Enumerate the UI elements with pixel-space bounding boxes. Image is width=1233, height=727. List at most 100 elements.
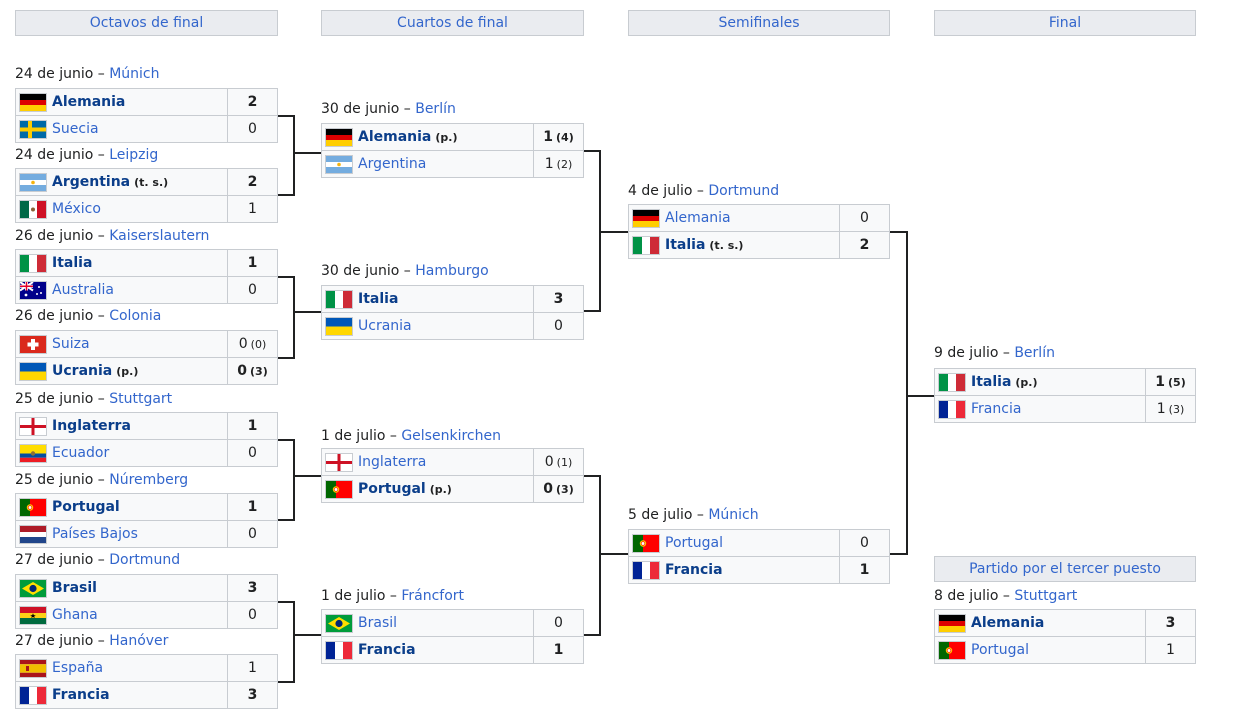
venue-link[interactable]: Hanóver (109, 633, 169, 649)
result-note: (p.) (435, 130, 458, 144)
match-date-text: 1 de julio – (321, 428, 402, 444)
team-row: Portugal(p.)0(3) (321, 476, 584, 504)
team-row: Ecuador 0 (15, 440, 278, 468)
score-cell: 1 (228, 249, 278, 277)
venue-link[interactable]: Dortmund (109, 552, 181, 568)
australia-flag-icon (20, 281, 46, 299)
team-cell: Países Bajos (15, 521, 228, 548)
score-value: 1 (248, 201, 257, 217)
team-name-link[interactable]: Australia (52, 282, 114, 298)
team-cell: Alemania (15, 88, 228, 116)
team-name-link[interactable]: Portugal (971, 642, 1029, 658)
team-name-link[interactable]: Inglaterra (358, 454, 427, 470)
brazil-flag-icon (20, 579, 46, 597)
team-name-link[interactable]: Brasil (358, 615, 398, 631)
team-name-link[interactable]: Italia (971, 374, 1012, 390)
venue-link[interactable]: Múnich (109, 66, 160, 82)
team-name-link[interactable]: Brasil (52, 580, 97, 596)
venue-link[interactable]: Stuttgart (109, 391, 173, 407)
score-value: 1 (553, 642, 564, 658)
team-name-link[interactable]: España (52, 660, 104, 676)
team-name-link[interactable]: Argentina (52, 174, 131, 190)
score-value: 1 (1156, 401, 1166, 417)
score-cell: 3 (228, 682, 278, 709)
team-name-link[interactable]: Francia (971, 401, 1022, 417)
venue-link[interactable]: Kaiserslautern (109, 228, 210, 244)
score-cell: 1 (1146, 637, 1196, 664)
team-name-link[interactable]: Ecuador (52, 445, 110, 461)
team-name-link[interactable]: Alemania (358, 129, 432, 145)
team-row: México 1 (15, 196, 278, 224)
venue-link[interactable]: Colonia (109, 308, 162, 324)
mexico-flag-icon (20, 200, 46, 218)
venue-link[interactable]: Gelsenkirchen (401, 428, 501, 444)
team-name-link[interactable]: Francia (358, 642, 416, 658)
match-date: 30 de junio – Berlín (321, 100, 456, 118)
score-cell: 3 (228, 574, 278, 602)
team-name-link[interactable]: Portugal (52, 499, 120, 515)
venue-link[interactable]: Hamburgo (415, 263, 489, 279)
team-cell: Alemania (934, 609, 1146, 637)
score-cell: 0 (228, 116, 278, 143)
match-date: 26 de junio – Colonia (15, 307, 161, 325)
venue-link[interactable]: Múnich (708, 507, 759, 523)
team-cell: Portugal(p.) (321, 476, 534, 503)
score-cell: 1 (228, 196, 278, 223)
venue-link[interactable]: Leipzig (109, 147, 159, 163)
match-date-text: 30 de junio – (321, 101, 416, 117)
score-value: 0 (248, 607, 257, 623)
score-value: 1 (544, 156, 554, 172)
germany-flag-icon (939, 614, 965, 632)
team-name-link[interactable]: Suiza (52, 336, 90, 352)
italy-flag-icon (939, 373, 965, 391)
venue-link[interactable]: Berlín (1014, 345, 1055, 361)
team-name-link[interactable]: Portugal (358, 481, 426, 497)
score-cell: 2 (228, 168, 278, 196)
header-third-place: Partido por el tercer puesto (934, 556, 1196, 582)
penalty-score: (3) (1168, 402, 1185, 416)
venue-link[interactable]: Fráncfort (401, 588, 465, 604)
venue-link[interactable]: Berlín (415, 101, 456, 117)
score-value: 0 (248, 445, 257, 461)
team-name-link[interactable]: Italia (665, 237, 706, 253)
team-name-link[interactable]: Argentina (358, 156, 427, 172)
team-cell: Italia (321, 285, 534, 313)
result-note: (p.) (429, 482, 452, 496)
team-name-link[interactable]: Alemania (971, 615, 1045, 631)
team-name-link[interactable]: Ucrania (52, 363, 113, 379)
score-value: 2 (247, 94, 258, 110)
portugal-flag-icon (326, 480, 352, 498)
match-date: 1 de julio – Fráncfort (321, 587, 464, 605)
team-name-link[interactable]: Suecia (52, 121, 99, 137)
team-cell: Ghana (15, 602, 228, 629)
team-name-link[interactable]: Países Bajos (52, 526, 138, 542)
team-cell: Francia (321, 637, 534, 664)
match-date-text: 1 de julio – (321, 588, 402, 604)
team-name-link[interactable]: Francia (52, 687, 110, 703)
venue-link[interactable]: Dortmund (708, 183, 780, 199)
spain-flag-icon (20, 659, 46, 677)
team-name-link[interactable]: Francia (665, 562, 723, 578)
germany-flag-icon (633, 209, 659, 227)
match-date-text: 26 de junio – (15, 228, 110, 244)
team-name-link[interactable]: Italia (358, 291, 399, 307)
venue-link[interactable]: Stuttgart (1014, 588, 1078, 604)
team-name-link[interactable]: Italia (52, 255, 93, 271)
team-name-link[interactable]: Ucrania (358, 318, 412, 334)
team-name-link[interactable]: Alemania (665, 210, 731, 226)
team-name-link[interactable]: Alemania (52, 94, 126, 110)
result-note: (t. s.) (134, 175, 169, 189)
match-date-text: 27 de junio – (15, 552, 110, 568)
team-name-link[interactable]: México (52, 201, 101, 217)
venue-link[interactable]: Núremberg (109, 472, 189, 488)
team-row: Francia 3 (15, 682, 278, 710)
team-name-link[interactable]: Ghana (52, 607, 98, 623)
team-name-link[interactable]: Inglaterra (52, 418, 131, 434)
header-final: Final (934, 10, 1196, 36)
team-name-link[interactable]: Portugal (665, 535, 723, 551)
match-date-text: 27 de junio – (15, 633, 110, 649)
